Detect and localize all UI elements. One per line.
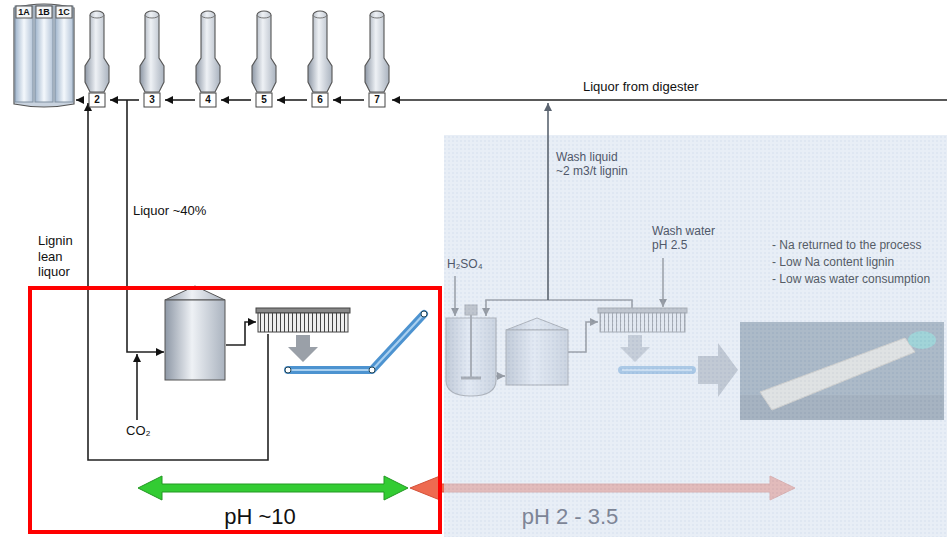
faded-overlay [444, 135, 947, 537]
panel-tag [16, 6, 32, 18]
effect-number: 2 [89, 93, 105, 107]
effect-number: 5 [256, 93, 272, 107]
evaporator-effect: 2 [84, 8, 110, 108]
stream-label: Lignin lean liquor [38, 233, 82, 280]
chemical-label: H₂SO₄ [447, 257, 483, 271]
evaporator-panel [15, 6, 33, 102]
evaporator-outline [12, 2, 76, 108]
cake-drop-arrow [288, 335, 318, 362]
evaporator-body: 1A 1B 1C [12, 2, 76, 108]
evaporator-panel [35, 6, 53, 102]
effect-number: 7 [369, 93, 385, 107]
effect-number: 6 [312, 93, 328, 107]
effect-outline [139, 8, 165, 108]
belt [288, 314, 424, 370]
effect-body [365, 11, 389, 92]
evaporator-effect: 6 [307, 8, 333, 108]
effect-outline [195, 8, 221, 108]
effect-outline [251, 8, 277, 108]
panel-tag [36, 6, 52, 18]
evaporator-effect: 4 [195, 8, 221, 108]
effect-number: 4 [200, 93, 216, 107]
effect-cap [90, 15, 104, 18]
chemical-label: CO₂ [126, 423, 151, 439]
ph-label: pH ~10 [180, 504, 340, 530]
stream-label: Wash liquid ~2 m3/t lignin [556, 150, 631, 179]
effect-body [85, 11, 109, 92]
effect-label: 1C [56, 6, 72, 18]
note-text: - Low Na content lignin [772, 255, 894, 269]
effect-number: 3 [144, 93, 160, 107]
belt-roller [285, 367, 291, 373]
lean-liquor-line [88, 103, 268, 460]
wash-liquid-line [547, 103, 549, 300]
effect-cap [145, 15, 159, 18]
number-box [200, 93, 216, 107]
effect-cap [257, 15, 271, 18]
effect-body [196, 11, 220, 92]
number-box [256, 93, 272, 107]
flow-arrow [333, 99, 364, 101]
evaporator-shell [14, 4, 74, 107]
ph-label: pH 2 - 3.5 [490, 504, 650, 530]
effect-label: 1A [16, 6, 32, 18]
effect-outline [84, 8, 110, 108]
stream-label: Wash water pH 2.5 [652, 224, 722, 253]
evaporator-effect: 5 [251, 8, 277, 108]
number-box [89, 93, 105, 107]
panel-tag [56, 6, 72, 18]
belt-roller [369, 367, 375, 373]
conveyor-belt [285, 311, 427, 373]
ph-range-arrow [138, 476, 408, 500]
belt-roller [421, 311, 427, 317]
effect-body [308, 11, 332, 92]
number-box [144, 93, 160, 107]
flow-arrow [165, 99, 195, 101]
number-box [369, 93, 385, 107]
flow-arrow [221, 99, 251, 101]
stream-label: Liquor from digester [583, 79, 699, 95]
effect-body [140, 11, 164, 92]
note-text: - Low was water consumption [772, 272, 930, 286]
flow-arrow [277, 99, 307, 101]
press-plates [258, 313, 348, 332]
co2-feed-line [136, 354, 138, 420]
press-frame [256, 308, 350, 313]
effect-cap [370, 15, 384, 18]
effect-cap [313, 15, 327, 18]
note-text: - Na returned to the process [772, 238, 921, 252]
liquor-branch-line [127, 100, 164, 352]
filter-press [256, 308, 350, 362]
effect-outline [364, 8, 390, 108]
flow-arrow [110, 99, 139, 101]
evaporator-effect: 3 [139, 8, 165, 108]
effect-body [252, 11, 276, 92]
number-box [312, 93, 328, 107]
effect-cap [201, 15, 215, 18]
slurry-line [226, 322, 256, 345]
tank-body [165, 300, 225, 380]
effect-label: 1B [36, 6, 52, 18]
belt-highlight [288, 314, 424, 370]
digester-liquor-line [392, 99, 947, 101]
precipitation-tank [165, 286, 225, 380]
flow-arrow [76, 99, 84, 101]
evaporator-effect: 7 [364, 8, 390, 108]
highlight-frame [30, 288, 440, 532]
stream-label: Liquor ~40% [133, 203, 206, 219]
evaporator-panel [55, 6, 73, 102]
effect-outline [307, 8, 333, 108]
